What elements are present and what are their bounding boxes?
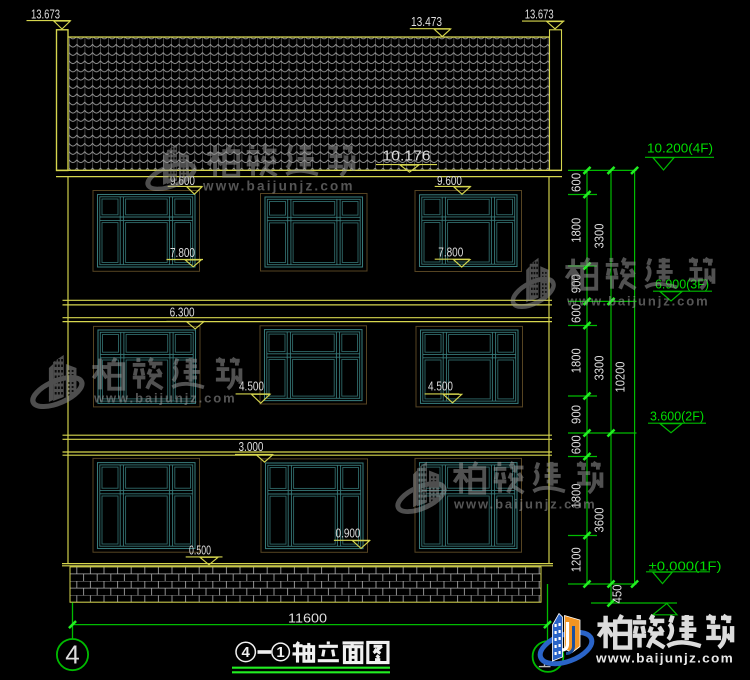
svg-text:1800: 1800 bbox=[569, 348, 584, 373]
svg-text:3.600(2F): 3.600(2F) bbox=[650, 409, 704, 424]
svg-text:10200: 10200 bbox=[613, 362, 628, 393]
svg-text:www.baijunjz.com: www.baijunjz.com bbox=[93, 391, 237, 406]
svg-text:11600: 11600 bbox=[288, 611, 327, 626]
svg-text:1: 1 bbox=[276, 644, 284, 661]
svg-text:600: 600 bbox=[569, 304, 584, 323]
svg-text:3.000: 3.000 bbox=[239, 439, 264, 454]
svg-text:4.500: 4.500 bbox=[239, 379, 264, 394]
svg-text:13.673: 13.673 bbox=[525, 6, 554, 21]
svg-text:www.baijunjz.com: www.baijunjz.com bbox=[566, 294, 710, 309]
svg-text:13.673: 13.673 bbox=[31, 7, 60, 22]
svg-text:1800: 1800 bbox=[569, 218, 584, 243]
svg-text:6.300: 6.300 bbox=[170, 304, 195, 319]
svg-text:±0.000(1F): ±0.000(1F) bbox=[649, 559, 722, 574]
svg-text:3600: 3600 bbox=[592, 508, 607, 533]
svg-text:3300: 3300 bbox=[592, 356, 607, 381]
svg-text:www.baijunjz.com: www.baijunjz.com bbox=[595, 651, 734, 666]
svg-text:600: 600 bbox=[569, 173, 584, 192]
svg-text:www.baijunjz.com: www.baijunjz.com bbox=[453, 497, 597, 512]
svg-text:9.600: 9.600 bbox=[437, 173, 462, 188]
svg-text:7.800: 7.800 bbox=[438, 245, 463, 260]
svg-text:1200: 1200 bbox=[569, 547, 584, 572]
svg-text:4: 4 bbox=[242, 644, 251, 661]
svg-text:7.800: 7.800 bbox=[170, 245, 195, 260]
svg-text:450: 450 bbox=[610, 585, 625, 604]
svg-text:4.500: 4.500 bbox=[428, 379, 453, 394]
svg-text:3300: 3300 bbox=[592, 224, 607, 249]
svg-text:4: 4 bbox=[65, 640, 79, 670]
svg-text:0.500: 0.500 bbox=[189, 543, 211, 558]
svg-text:www.baijunjz.com: www.baijunjz.com bbox=[202, 179, 355, 194]
svg-text:0.900: 0.900 bbox=[336, 525, 361, 540]
svg-text:600: 600 bbox=[569, 435, 584, 454]
svg-text:10.200(4F): 10.200(4F) bbox=[647, 141, 713, 156]
svg-text:1800: 1800 bbox=[569, 484, 584, 509]
svg-text:13.473: 13.473 bbox=[411, 14, 442, 29]
svg-text:900: 900 bbox=[569, 405, 584, 424]
svg-text:10.176: 10.176 bbox=[383, 148, 431, 165]
